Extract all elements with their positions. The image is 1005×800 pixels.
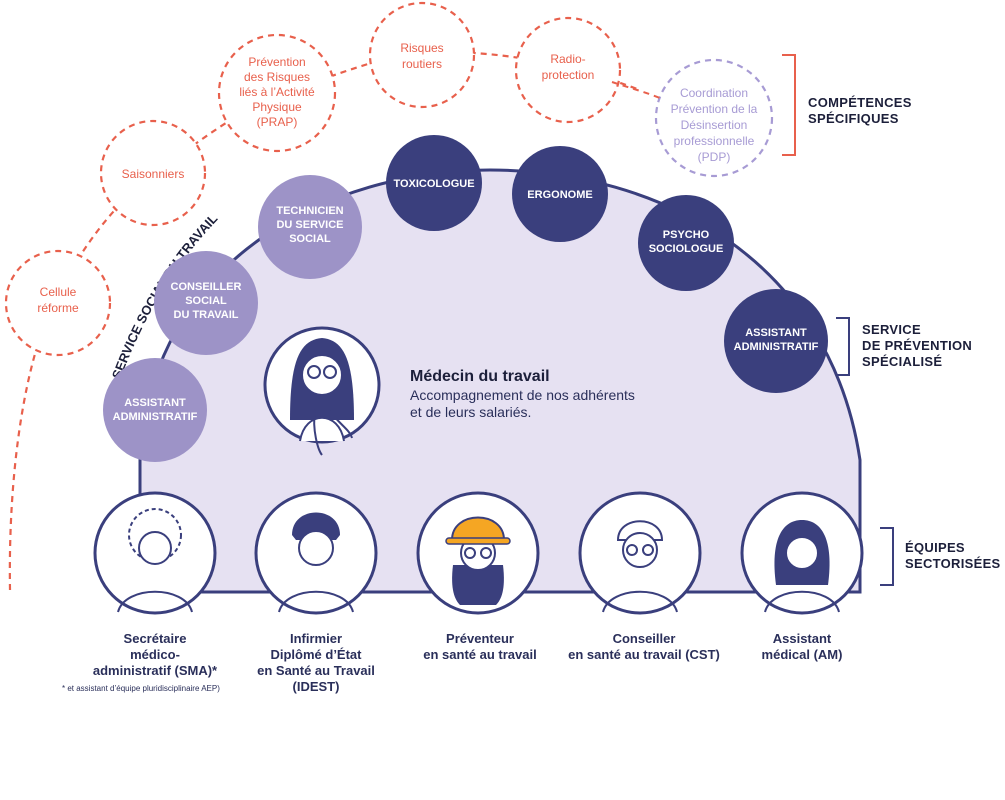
svg-text:Saisonniers: Saisonniers	[122, 167, 185, 181]
bracket-service	[836, 317, 850, 376]
footnote: * et assistant d’équipe pluridisciplinai…	[62, 684, 220, 693]
svg-text:Radio-protection: Radio-protection	[542, 52, 595, 82]
medecin-description: Accompagnement de nos adhérents et de le…	[410, 387, 635, 420]
medecin-title: Médecin du travail	[410, 368, 550, 385]
side-label-equipes: ÉQUIPES SECTORISÉES	[905, 540, 1001, 571]
team-avatar-idest	[254, 491, 378, 615]
team-label-sma: Secrétaire médico- administratif (SMA)*	[92, 631, 218, 678]
bracket-competences	[782, 54, 796, 156]
svg-text:TOXICOLOGUE: TOXICOLOGUE	[393, 178, 474, 190]
side-label-competences: COMPÉTENCES SPÉCIFIQUES	[808, 95, 912, 126]
team-label-preventeur: Préventeur en santé au travail	[423, 631, 537, 662]
team-label-cst: Conseiller en santé au travail (CST)	[568, 631, 720, 662]
team-avatar-cst	[578, 491, 702, 615]
team-avatar-sma	[93, 491, 217, 615]
team-avatar-preventeur	[416, 491, 540, 615]
team-label-am: Assistant médical (AM)	[761, 631, 843, 662]
pdp-connector	[611, 81, 661, 99]
svg-text:ERGONOME: ERGONOME	[527, 189, 592, 201]
node-toxicologue: TOXICOLOGUE	[386, 135, 482, 231]
node-ergonome: ERGONOME	[512, 146, 608, 242]
competence-radioprotection: Radio-protection	[514, 16, 622, 124]
team-avatar-am	[740, 491, 864, 615]
team-label-idest: Infirmier Diplômé d’État en Santé au Tra…	[257, 631, 375, 694]
competence-saisonniers: Saisonniers	[99, 119, 207, 227]
bracket-equipes	[880, 527, 894, 586]
medecin-avatar	[263, 326, 381, 456]
side-label-service: SERVICE DE PRÉVENTION SPÉCIALISÉ	[862, 322, 973, 369]
